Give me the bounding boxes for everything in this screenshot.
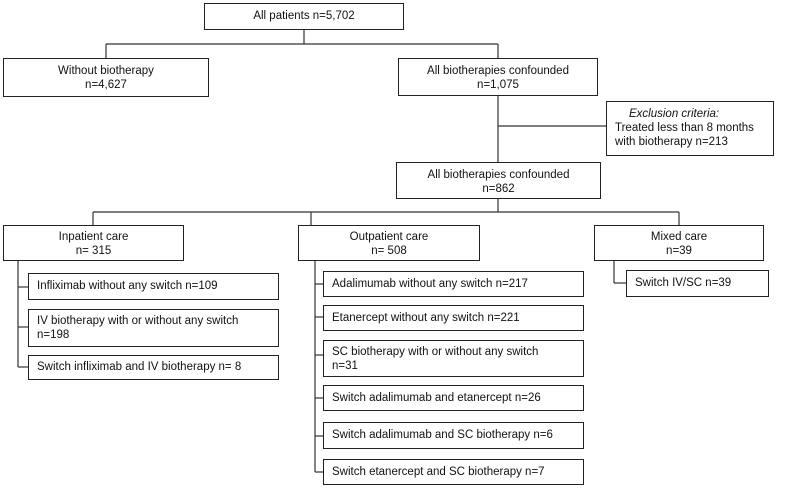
inpatient-item-infliximab: Infliximab without any switch n=109 <box>28 273 279 300</box>
all-biotherapies-label: All biotherapies confounded <box>427 65 569 77</box>
mixed-care-count: n=39 <box>666 245 692 257</box>
inpatient-care-label: Inpatient care <box>58 231 129 243</box>
outpatient-item-switch-ada-sc: Switch adalimumab and SC biotherapy n=6 <box>323 422 584 449</box>
all-biotherapies-862-box: All biotherapies confounded n=862 <box>396 162 601 199</box>
inpatient-item-label: Infliximab without any switch n=109 <box>37 280 218 292</box>
without-biotherapy-count: n=4,627 <box>85 79 127 91</box>
outpatient-item-label: SC biotherapy with or without any switch <box>332 346 539 358</box>
exclusion-criteria-box: Exclusion criteria: Treated less than 8 … <box>606 101 774 156</box>
outpatient-item-label: Switch etanercept and SC biotherapy n=7 <box>332 466 545 478</box>
root-label: All patients n=5,702 <box>253 10 355 22</box>
inpatient-item-count: n=198 <box>37 329 70 341</box>
outpatient-item-etanercept: Etanercept without any switch n=221 <box>323 305 584 331</box>
outpatient-item-label: Adalimumab without any switch n=217 <box>332 278 528 290</box>
all-biotherapies-count: n=1,075 <box>477 79 519 91</box>
outpatient-item-switch-eta-sc: Switch etanercept and SC biotherapy n=7 <box>323 459 584 485</box>
outpatient-item-label: Etanercept without any switch n=221 <box>332 312 520 324</box>
mixed-care-box: Mixed care n=39 <box>594 225 764 261</box>
exclusion-criteria-line2: with biotherapy n=213 <box>615 136 728 148</box>
mixed-care-label: Mixed care <box>650 231 708 243</box>
without-biotherapy-label: Without biotherapy <box>58 65 154 77</box>
outpatient-item-label: Switch adalimumab and etanercept n=26 <box>332 392 541 404</box>
mixed-item-switch-iv-sc: Switch IV/SC n=39 <box>626 270 769 297</box>
inpatient-item-switch: Switch infliximab and IV biotherapy n= 8 <box>28 355 279 380</box>
all-biotherapies-862-count: n=862 <box>482 183 515 195</box>
outpatient-care-box: Outpatient care n= 508 <box>298 225 480 261</box>
outpatient-care-count: n= 508 <box>371 245 407 257</box>
outpatient-care-label: Outpatient care <box>349 231 429 243</box>
exclusion-criteria-line1: Treated less than 8 months <box>615 122 754 134</box>
inpatient-care-count: n= 315 <box>75 245 112 257</box>
all-biotherapies-box: All biotherapies confounded n=1,075 <box>398 58 598 96</box>
outpatient-item-label: Switch adalimumab and SC biotherapy n=6 <box>332 429 553 441</box>
outpatient-item-count: n=31 <box>332 360 358 372</box>
all-biotherapies-862-label: All biotherapies confounded <box>427 169 570 181</box>
inpatient-item-label: IV biotherapy with or without any switch <box>37 315 239 327</box>
exclusion-criteria-title: Exclusion criteria: <box>629 108 720 120</box>
outpatient-item-sc-biotherapy: SC biotherapy with or without any switch… <box>323 340 584 377</box>
root-box: All patients n=5,702 <box>204 3 404 30</box>
inpatient-care-box: Inpatient care n= 315 <box>3 225 184 261</box>
without-biotherapy-box: Without biotherapy n=4,627 <box>3 58 209 97</box>
mixed-item-label: Switch IV/SC n=39 <box>635 277 732 289</box>
outpatient-item-switch-ada-eta: Switch adalimumab and etanercept n=26 <box>323 385 584 411</box>
inpatient-item-label: Switch infliximab and IV biotherapy n= 8 <box>37 361 242 373</box>
inpatient-item-iv-biotherapy: IV biotherapy with or without any switch… <box>28 309 279 347</box>
outpatient-item-adalimumab: Adalimumab without any switch n=217 <box>323 271 584 297</box>
